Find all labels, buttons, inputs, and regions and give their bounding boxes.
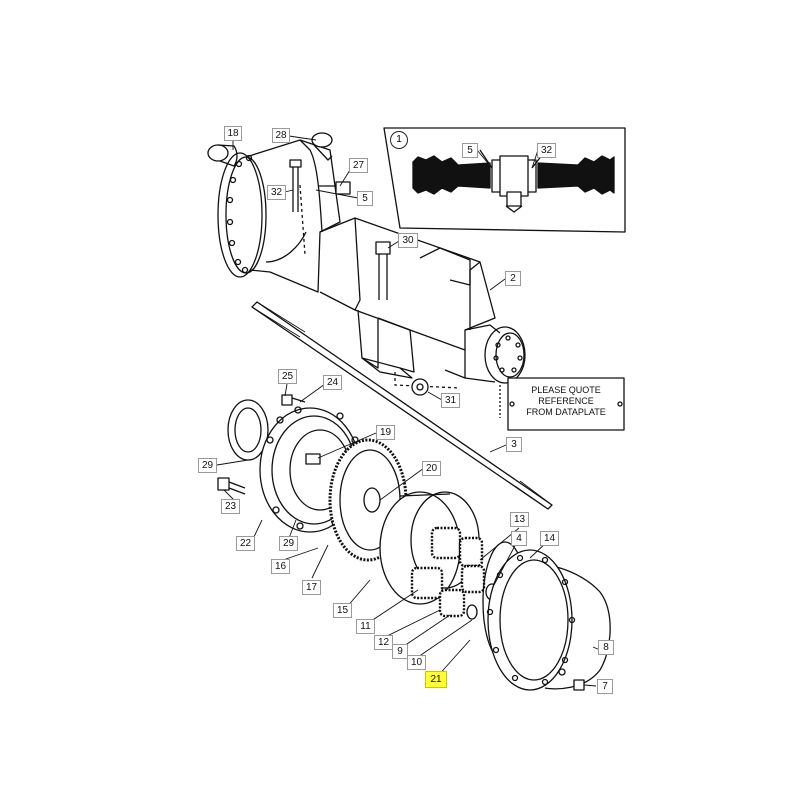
callout-24[interactable]: 24 [323, 375, 342, 390]
drive-shaft [251, 301, 553, 510]
hub-cover [486, 549, 611, 691]
callout-8[interactable]: 8 [598, 640, 614, 655]
planet-gears [410, 526, 486, 618]
callout-32-housing[interactable]: 32 [267, 185, 286, 200]
bolt-24 [281, 394, 306, 406]
axle-housing [217, 139, 526, 389]
data-plate-text: PLEASE QUOTE REFERENCE FROM DATAPLATE [526, 385, 606, 417]
callout-5-housing[interactable]: 5 [357, 191, 373, 206]
callout-21[interactable]: 21 [425, 671, 447, 688]
callout-9[interactable]: 9 [392, 644, 408, 659]
callout-29-seal[interactable]: 29 [198, 458, 217, 473]
callout-31[interactable]: 31 [441, 393, 460, 408]
callout-19[interactable]: 19 [376, 425, 395, 440]
stud-bolt [375, 241, 391, 300]
callout-4[interactable]: 4 [511, 531, 527, 546]
callout-3[interactable]: 3 [506, 437, 522, 452]
bolt-27 [318, 181, 351, 195]
callout-20[interactable]: 20 [422, 461, 441, 476]
callout-17[interactable]: 17 [302, 580, 321, 595]
callout-32-inset[interactable]: 32 [537, 143, 556, 158]
callout-18[interactable]: 18 [224, 126, 242, 141]
callout-13[interactable]: 13 [510, 512, 529, 527]
callout-29-hub[interactable]: 29 [279, 536, 298, 551]
callout-23[interactable]: 23 [221, 499, 240, 514]
callout-11[interactable]: 11 [356, 619, 375, 634]
callout-15[interactable]: 15 [333, 603, 352, 618]
stud-23 [217, 477, 246, 495]
dust-cap [207, 144, 238, 167]
callout-7[interactable]: 7 [597, 679, 613, 694]
callout-27[interactable]: 27 [349, 158, 368, 173]
callout-10[interactable]: 10 [407, 655, 426, 670]
inset-panel [383, 127, 626, 233]
data-plate [499, 377, 625, 431]
callout-5-inset[interactable]: 5 [462, 143, 478, 158]
callout-28[interactable]: 28 [272, 128, 290, 143]
callout-14[interactable]: 14 [540, 531, 559, 546]
callout-2[interactable]: 2 [505, 271, 521, 286]
flange-bolt [289, 159, 302, 212]
drain-plug [573, 679, 585, 691]
inset-number: 1 [390, 131, 408, 149]
nut [411, 378, 429, 396]
callout-22[interactable]: 22 [236, 536, 255, 551]
callout-25[interactable]: 25 [278, 369, 297, 384]
breather-plug [311, 132, 333, 161]
callout-12[interactable]: 12 [374, 635, 393, 650]
callout-30[interactable]: 30 [398, 233, 418, 248]
callout-16[interactable]: 16 [271, 559, 290, 574]
